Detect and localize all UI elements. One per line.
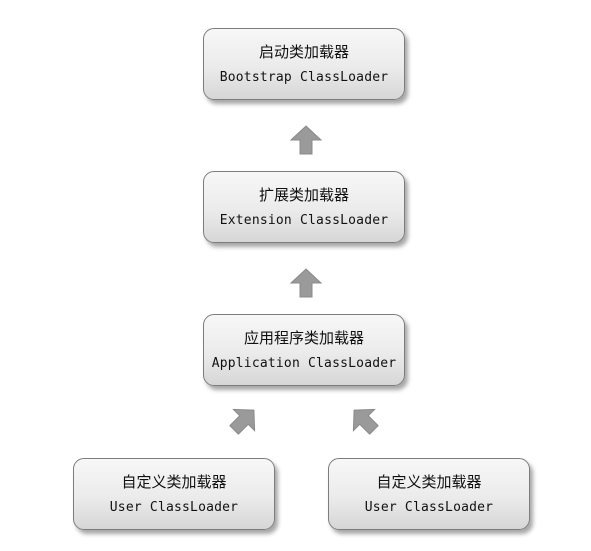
application-classloader-en-label: Application ClassLoader (211, 356, 397, 371)
up-arrow-icon (289, 268, 323, 298)
bootstrap-classloader-cn-label: 启动类加载器 (258, 43, 349, 61)
extension-classloader-cn-label: 扩展类加载器 (258, 186, 349, 204)
user-classloader-right-en-label: User ClassLoader (364, 500, 494, 515)
extension-classloader-box: 扩展类加载器 Extension ClassLoader (203, 171, 405, 243)
up-arrow-icon (289, 125, 323, 155)
user-classloader-box-right: 自定义类加载器 User ClassLoader (328, 458, 530, 530)
user-classloader-left-cn-label: 自定义类加载器 (121, 473, 227, 491)
user-classloader-left-en-label: User ClassLoader (109, 500, 239, 515)
user-classloader-box-left: 自定义类加载器 User ClassLoader (73, 458, 275, 530)
application-classloader-cn-label: 应用程序类加载器 (243, 329, 364, 347)
bootstrap-classloader-box: 启动类加载器 Bootstrap ClassLoader (203, 28, 405, 100)
up-left-arrow-icon (352, 408, 379, 435)
user-classloader-right-cn-label: 自定义类加载器 (376, 473, 482, 491)
application-classloader-box: 应用程序类加载器 Application ClassLoader (203, 314, 405, 386)
extension-classloader-en-label: Extension ClassLoader (219, 213, 389, 228)
bootstrap-classloader-en-label: Bootstrap ClassLoader (219, 70, 389, 85)
up-right-arrow-icon (229, 408, 256, 435)
